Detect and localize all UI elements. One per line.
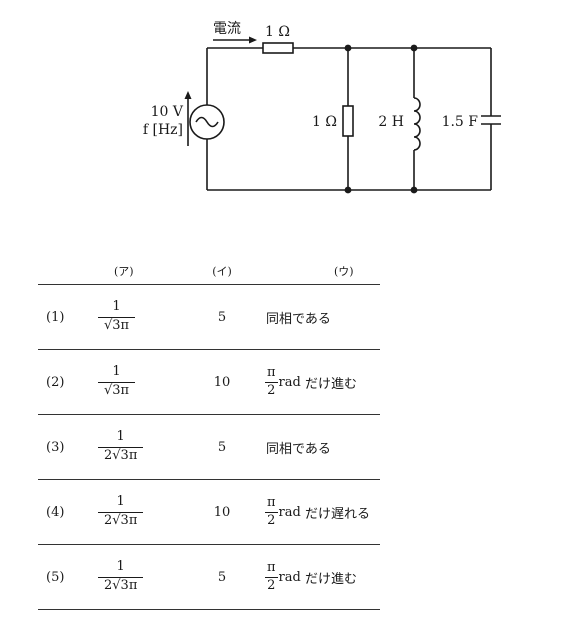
inductor-coil [413, 97, 421, 151]
table-row[interactable]: (5) 1 2√3π 5 π 2 rad だけ進む [38, 544, 380, 610]
junction-dot [344, 186, 352, 194]
fraction-denominator: √3π [104, 383, 130, 398]
choice-number: (4) [38, 479, 92, 545]
answer-u-fraction: π 2 [265, 365, 278, 399]
choice-number: (5) [38, 544, 92, 610]
answer-u-unit: rad [278, 569, 301, 585]
fraction-denominator: √3π [104, 318, 130, 333]
fraction-numerator: 1 [98, 559, 144, 578]
table-row[interactable]: (2) 1 √3π 10 π 2 rad だけ進む [38, 349, 380, 415]
answer-u-text: だけ遅れる [304, 506, 370, 522]
answer-u-text: 同相である [266, 441, 331, 457]
answer-a-fraction: 1 2√3π [98, 559, 144, 594]
fraction-numerator: 1 [98, 429, 144, 448]
answer-u-fraction: π 2 [265, 495, 278, 529]
circuit-diagram: 電流 1 Ω 10 V f [Hz] 1 Ω 2 H 1.5 F [143, 21, 501, 194]
answer-i: 5 [192, 544, 252, 610]
voltage-arrow-head [184, 91, 192, 99]
answer-a-fraction: 1 2√3π [98, 429, 144, 464]
choice-number: (3) [38, 414, 92, 480]
ac-sine-icon [195, 116, 219, 128]
fraction-denominator: 2 [267, 512, 276, 528]
fraction-numerator: 1 [98, 494, 144, 513]
series-resistor-label: 1 Ω [265, 24, 290, 40]
header-number [38, 258, 92, 285]
table-row[interactable]: (4) 1 2√3π 10 π 2 rad だけ遅れる [38, 479, 380, 545]
junction-dot [410, 44, 418, 52]
table-row[interactable]: (1) 1 √3π 5 同相である [38, 284, 380, 350]
junction-dot [344, 44, 352, 52]
answer-a-fraction: 1 √3π [98, 364, 136, 399]
fraction-denominator: 2√3π [104, 578, 138, 593]
header-u: (ウ) [252, 258, 380, 285]
answer-a-fraction: 1 √3π [98, 299, 136, 334]
header-a: (ア) [92, 258, 192, 285]
current-arrow-head [249, 36, 257, 44]
fraction-numerator: π [265, 365, 278, 383]
shunt-resistor [342, 105, 354, 137]
answer-i: 10 [192, 479, 252, 545]
table-row[interactable]: (3) 1 2√3π 5 同相である [38, 414, 380, 480]
capacitor-label: 1.5 F [442, 114, 479, 130]
shunt-resistor-label: 1 Ω [312, 114, 337, 130]
answer-i: 5 [192, 284, 252, 350]
fraction-numerator: π [265, 495, 278, 513]
answer-u-unit: rad [278, 374, 301, 390]
answer-a-fraction: 1 2√3π [98, 494, 144, 529]
source-voltage-label: 10 V [151, 104, 184, 120]
answer-i: 5 [192, 414, 252, 480]
series-resistor [262, 42, 294, 54]
answer-i: 10 [192, 349, 252, 415]
answer-u-fraction: π 2 [265, 560, 278, 594]
answer-u-unit: rad [278, 504, 301, 520]
inductor-label: 2 H [378, 114, 404, 130]
answer-u-text: 同相である [266, 311, 331, 327]
table-header-row: (ア) (イ) (ウ) [38, 258, 380, 285]
fraction-numerator: π [265, 560, 278, 578]
answer-u-text: だけ進む [304, 571, 357, 587]
choice-number: (2) [38, 349, 92, 415]
fraction-numerator: 1 [98, 364, 136, 383]
fraction-denominator: 2√3π [104, 513, 138, 528]
answer-u-text: だけ進む [304, 376, 357, 392]
fraction-numerator: 1 [98, 299, 136, 318]
choice-number: (1) [38, 284, 92, 350]
fraction-denominator: 2 [267, 577, 276, 593]
fraction-denominator: 2√3π [104, 448, 138, 463]
source-frequency-label: f [Hz] [143, 122, 183, 138]
fraction-denominator: 2 [267, 382, 276, 398]
current-label: 電流 [213, 21, 241, 37]
answer-table: (ア) (イ) (ウ) (1) 1 √3π 5 同相である (2) [38, 258, 380, 610]
junction-dot [410, 186, 418, 194]
header-i: (イ) [192, 258, 252, 285]
